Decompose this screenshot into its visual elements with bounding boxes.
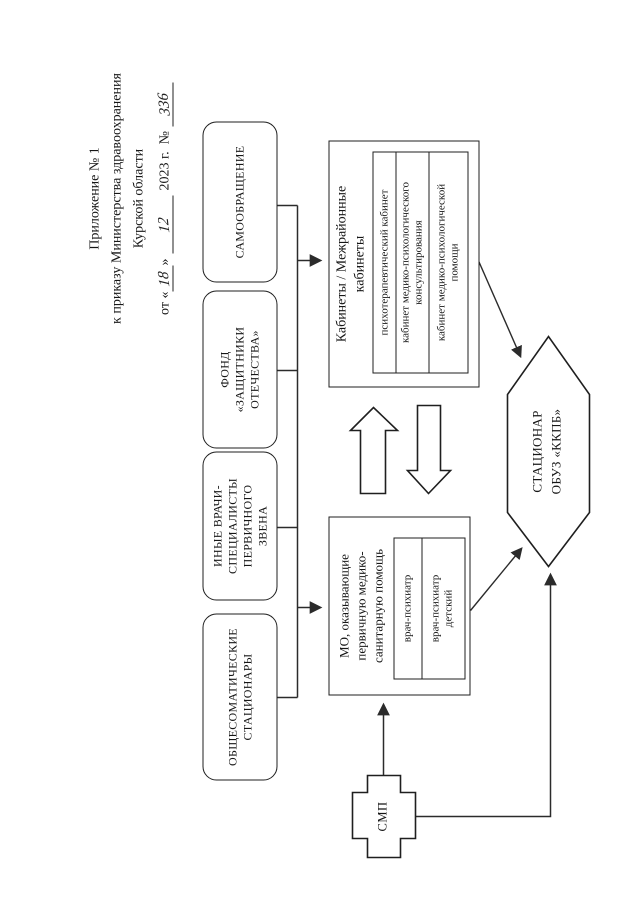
cabinet-item-psych-help: кабинет медико-психологической помощи [428, 152, 466, 372]
handwritten-day: 18 [155, 270, 173, 287]
cabinets-inner-list: психотерапевтический кабинет кабинет мед… [372, 151, 468, 373]
mo-primary-care-box: МО, оказывающие первичную медико-санитар… [328, 516, 470, 695]
cabinet-item-consulting: кабинет медико-психологического консульт… [395, 152, 428, 372]
header-date-line: от « 18 » 12 2023 г. № 336 [154, 33, 176, 363]
bus-connector [275, 204, 298, 698]
source-label: ФОНД «ЗАЩИТНИКИ ОТЕЧЕСТВА» [217, 326, 261, 412]
hospital-label: СТАЦИОНАР ОБУЗ «ККПБ» [527, 376, 565, 526]
arrow-mo-to-hospital [469, 546, 523, 611]
arrow-cabinets-to-hospital [476, 257, 522, 358]
source-box-self-referral: САМООБРАЩЕНИЕ [202, 121, 277, 282]
date-year: 2023 г. [157, 150, 172, 191]
arrow-smp-to-hospital [415, 572, 557, 817]
mo-item-psychiatrist: врач-психиатр [401, 574, 413, 642]
header-order-line: к приказу Министерства здравоохранения [109, 72, 124, 324]
source-box-other-primary-doctors: ИНЫЕ ВРАЧИ-СПЕЦИАЛИСТЫ ПЕРВИЧНОГО ЗВЕНА [202, 451, 277, 600]
date-close-quote: » [157, 258, 172, 266]
mo-item-child-psychiatrist: врач-психиатр детский [421, 538, 462, 678]
hospital-label-line2: ОБУЗ «ККПБ» [548, 408, 563, 494]
hospital-hexagon [506, 334, 590, 568]
cabinets-box: Кабинеты / Межрайонные кабинеты психотер… [328, 140, 479, 387]
handwritten-number: 336 [154, 91, 174, 116]
smp-label: СМП [375, 801, 389, 831]
date-prefix: от « [157, 291, 172, 315]
source-label: САМООБРАЩЕНИЕ [232, 145, 246, 258]
block-arrow-left [405, 404, 452, 495]
header-region-line: Курской области [131, 148, 146, 248]
source-label: ИНЫЕ ВРАЧИ-СПЕЦИАЛИСТЫ ПЕРВИЧНОГО ЗВЕНА [209, 477, 269, 574]
cabinet-item-psychotherapy: психотерапевтический кабинет [377, 189, 390, 335]
mo-inner-list: врач-психиатр врач-психиатр детский [393, 537, 465, 679]
source-box-defenders-fund: ФОНД «ЗАЩИТНИКИ ОТЕЧЕСТВА» [202, 290, 277, 448]
mo-box-title: МО, оказывающие первичную медико-санитар… [335, 548, 385, 663]
block-arrow-right [348, 405, 399, 494]
source-label: ОБЩЕСОМАТИЧЕСКИЕ СТАЦИОНАРЫ [224, 627, 254, 766]
header-appendix-line: Приложение № 1 [87, 146, 102, 250]
source-box-somatic-hospitals: ОБЩЕСОМАТИЧЕСКИЕ СТАЦИОНАРЫ [202, 613, 277, 780]
cabinets-box-title: Кабинеты / Межрайонные кабинеты [334, 185, 367, 342]
hospital-label-line1: СТАЦИОНАР [529, 409, 544, 493]
number-label: № [157, 130, 172, 144]
smp-cross [351, 774, 416, 858]
handwritten-month: 12 [155, 216, 173, 233]
document-header: Приложение № 1 к приказу Министерства зд… [84, 33, 176, 363]
